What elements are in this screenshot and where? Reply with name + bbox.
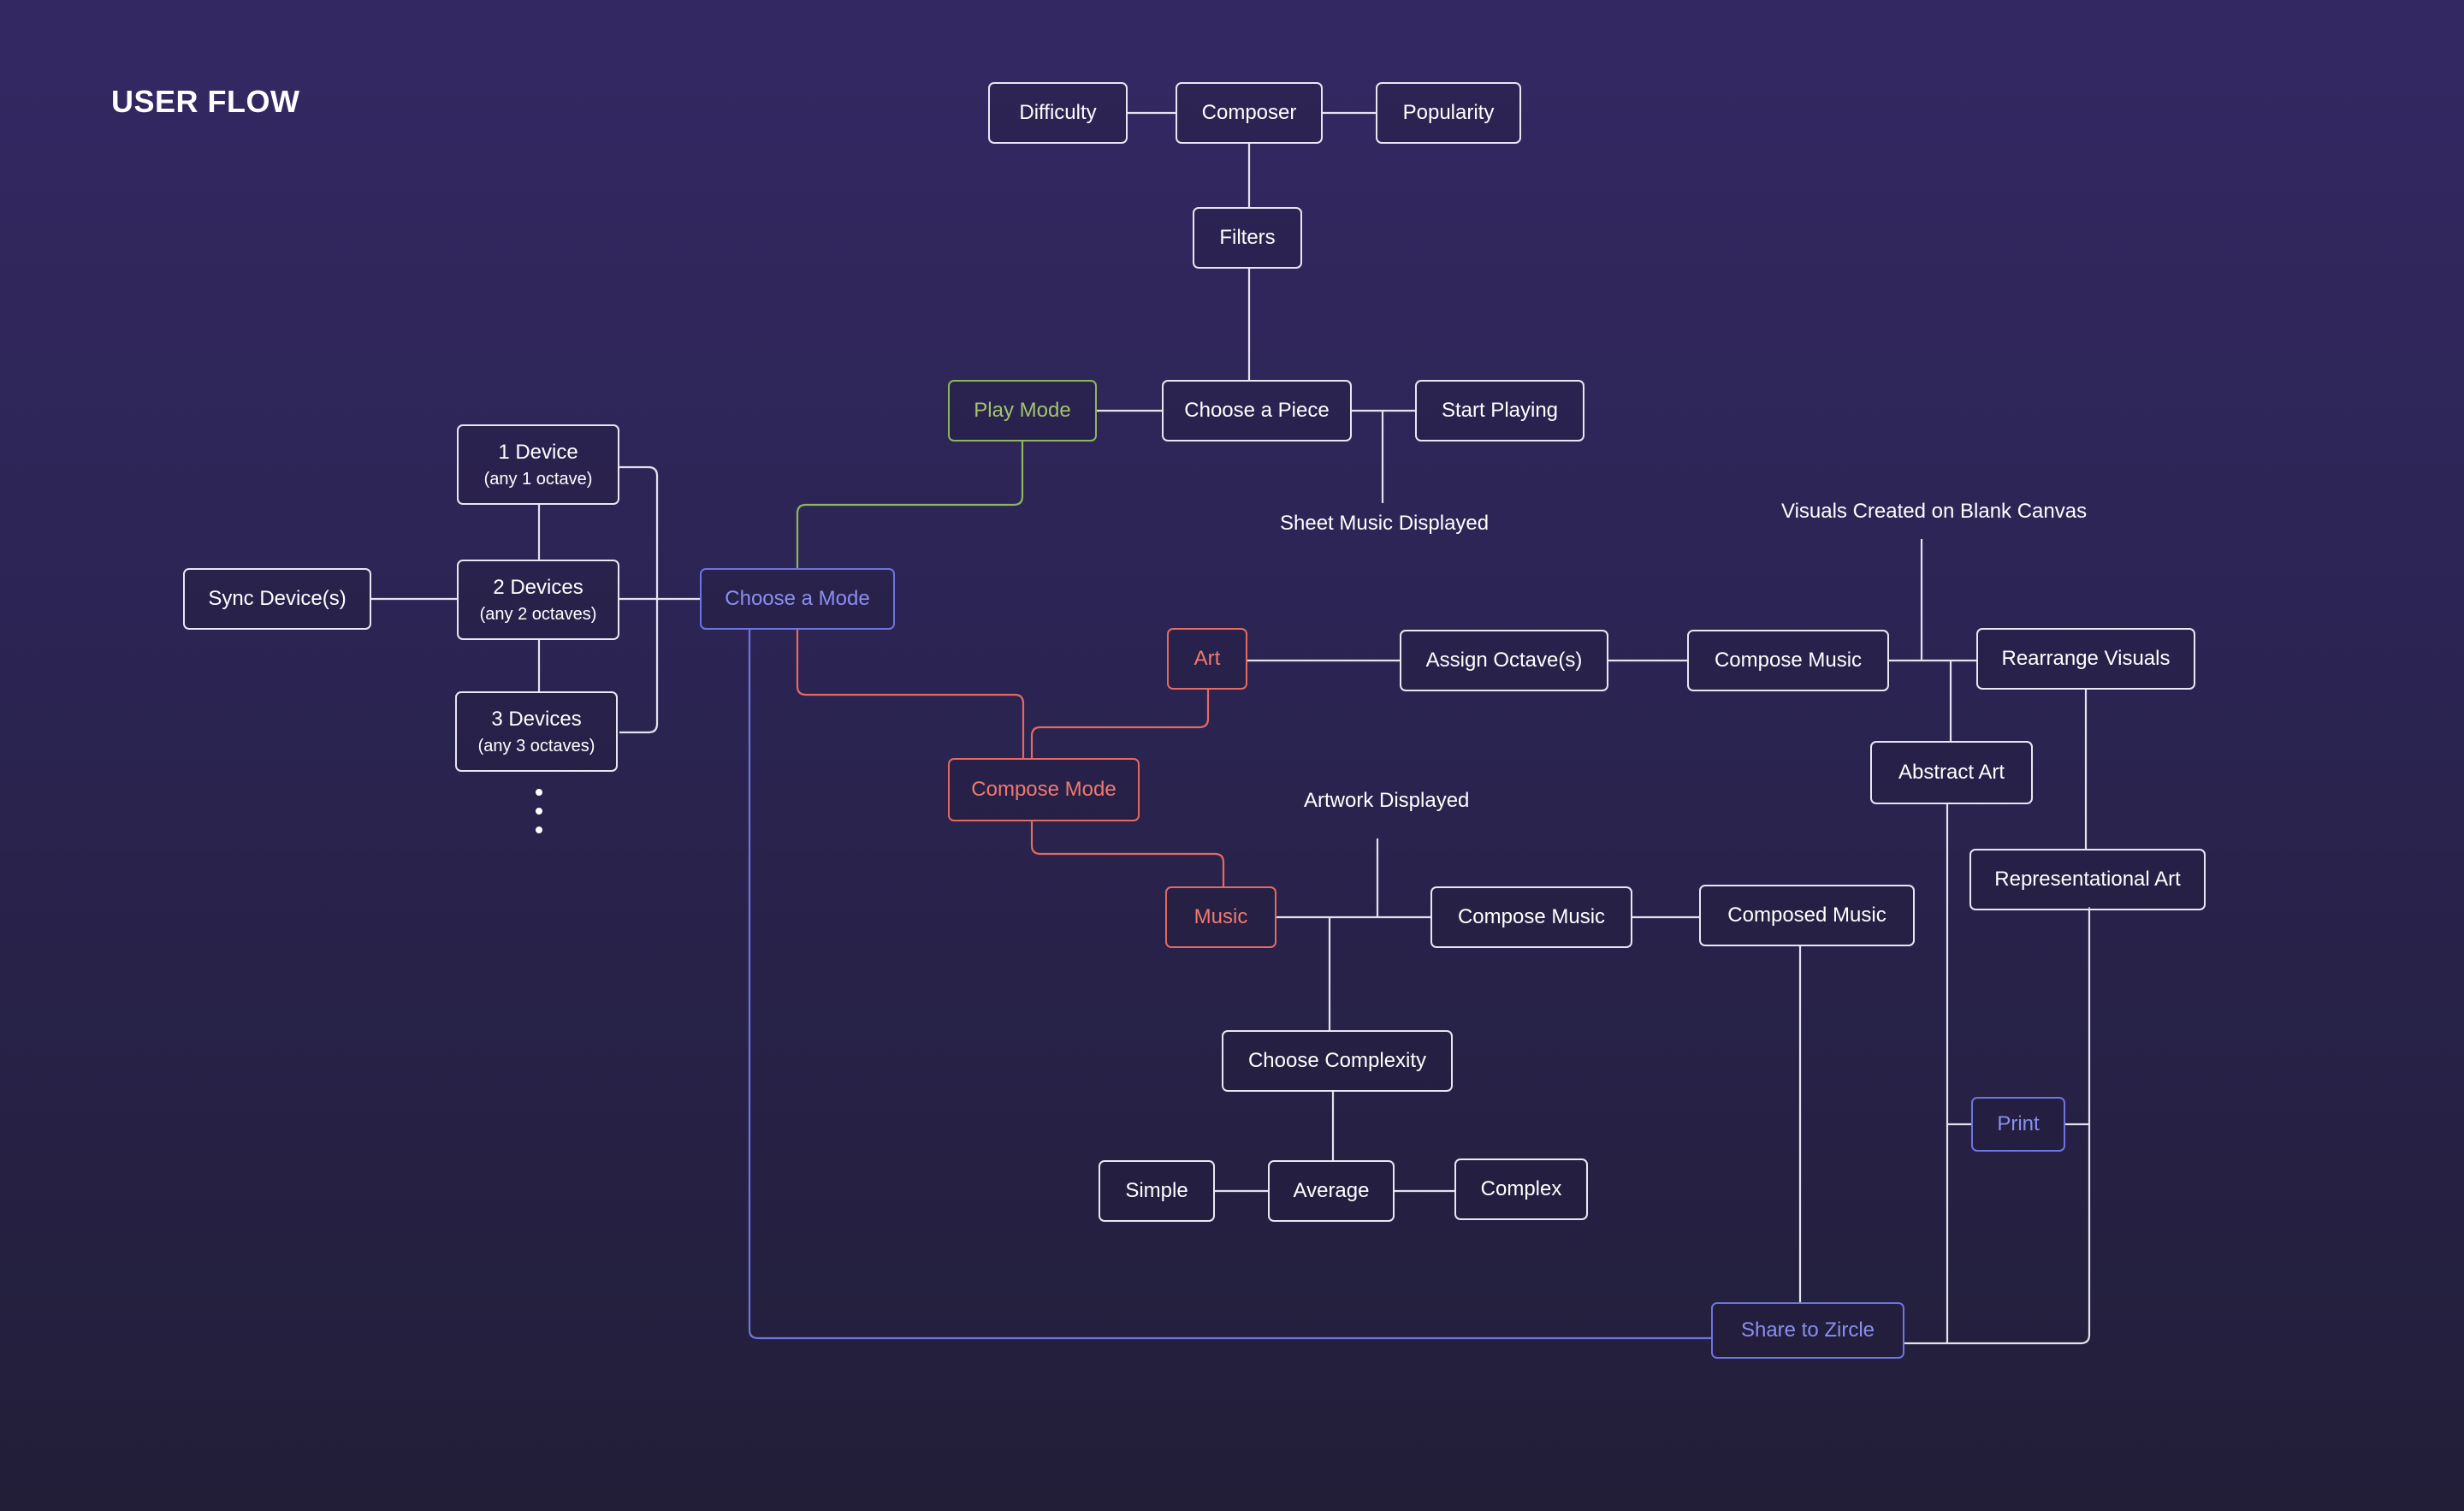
connector-choose-mode-compose-mode	[796, 630, 1025, 758]
print-label: Print	[1997, 1112, 2040, 1135]
average-node[interactable]: Average	[1268, 1160, 1395, 1222]
device-1-sublabel: (any 1 octave)	[483, 469, 593, 489]
composer-label: Composer	[1201, 101, 1297, 124]
share-zircle-node[interactable]: Share to Zircle	[1711, 1302, 1904, 1359]
simple-node[interactable]: Simple	[1099, 1160, 1215, 1222]
art-label: Art	[1194, 647, 1221, 670]
device-3-sublabel: (any 3 octaves)	[477, 736, 595, 756]
complex-label: Complex	[1480, 1177, 1562, 1200]
music-label: Music	[1194, 905, 1248, 928]
abstract-art-label: Abstract Art	[1898, 761, 2005, 784]
start-playing-label: Start Playing	[1441, 399, 1559, 422]
filters-node[interactable]: Filters	[1193, 207, 1302, 269]
representational-art-label: Representational Art	[1994, 868, 2181, 891]
start-playing-node[interactable]: Start Playing	[1415, 380, 1584, 441]
device-2-node[interactable]: 2 Devices (any 2 octaves)	[457, 560, 619, 640]
print-node[interactable]: Print	[1971, 1097, 2065, 1152]
choose-complexity-node[interactable]: Choose Complexity	[1222, 1030, 1453, 1092]
compose-mode-node[interactable]: Compose Mode	[948, 758, 1140, 821]
abstract-art-node[interactable]: Abstract Art	[1870, 741, 2033, 804]
more-devices-dot	[536, 789, 542, 796]
composed-music-label: Composed Music	[1727, 904, 1886, 927]
choose-complexity-label: Choose Complexity	[1247, 1049, 1427, 1072]
choose-mode-node[interactable]: Choose a Mode	[700, 568, 895, 630]
visuals-blank-canvas-annotation: Visuals Created on Blank Canvas	[1781, 500, 2088, 523]
compose-music-art-node[interactable]: Compose Music	[1687, 630, 1889, 691]
composer-node[interactable]: Composer	[1176, 82, 1323, 144]
difficulty-node[interactable]: Difficulty	[988, 82, 1128, 144]
composed-music-node[interactable]: Composed Music	[1699, 885, 1915, 946]
device-1-node[interactable]: 1 Device (any 1 octave)	[457, 424, 619, 505]
compose-music-music-node[interactable]: Compose Music	[1430, 886, 1632, 948]
popularity-label: Popularity	[1402, 101, 1495, 124]
complex-node[interactable]: Complex	[1454, 1158, 1588, 1220]
choose-piece-node[interactable]: Choose a Piece	[1162, 380, 1352, 441]
average-label: Average	[1293, 1179, 1370, 1202]
sync-devices-node[interactable]: Sync Device(s)	[183, 568, 371, 630]
compose-music-art-label: Compose Music	[1714, 649, 1863, 672]
sync-devices-label: Sync Device(s)	[208, 587, 346, 610]
device-1-label: 1 Device	[498, 440, 578, 464]
page-title: USER FLOW	[111, 84, 300, 119]
difficulty-label: Difficulty	[1019, 101, 1097, 124]
compose-music-music-label: Compose Music	[1457, 905, 1606, 928]
play-mode-node[interactable]: Play Mode	[948, 380, 1097, 441]
device-2-label: 2 Devices	[493, 575, 583, 599]
sheet-music-annotation: Sheet Music Displayed	[1280, 512, 1490, 535]
rearrange-visuals-label: Rearrange Visuals	[2001, 647, 2171, 670]
artwork-displayed-annotation: Artwork Displayed	[1304, 789, 1470, 812]
simple-label: Simple	[1125, 1179, 1188, 1202]
choose-mode-label: Choose a Mode	[725, 587, 870, 610]
device-2-sublabel: (any 2 octaves)	[479, 604, 597, 624]
play-mode-label: Play Mode	[974, 399, 1071, 422]
compose-mode-label: Compose Mode	[971, 778, 1116, 801]
art-node[interactable]: Art	[1167, 628, 1247, 690]
connector-choose-mode-play-mode	[796, 441, 1024, 568]
share-zircle-label: Share to Zircle	[1740, 1318, 1875, 1342]
popularity-node[interactable]: Popularity	[1376, 82, 1521, 144]
connector-compose-mode-music	[1030, 821, 1225, 886]
assign-octaves-label: Assign Octave(s)	[1425, 649, 1583, 672]
device-3-node[interactable]: 3 Devices (any 3 octaves)	[455, 691, 618, 772]
device-3-label: 3 Devices	[491, 707, 582, 731]
more-devices-dot	[536, 808, 542, 815]
filters-label: Filters	[1219, 226, 1276, 249]
more-devices-dot	[536, 827, 542, 833]
connector-choose-mode-share	[748, 630, 1711, 1340]
representational-art-node[interactable]: Representational Art	[1969, 849, 2206, 910]
rearrange-visuals-node[interactable]: Rearrange Visuals	[1976, 628, 2195, 690]
choose-piece-label: Choose a Piece	[1184, 399, 1330, 422]
music-node[interactable]: Music	[1165, 886, 1276, 948]
connector-representational-share	[1904, 907, 2091, 1345]
connector-compose-mode-art	[1030, 690, 1210, 758]
assign-octaves-node[interactable]: Assign Octave(s)	[1400, 630, 1608, 691]
